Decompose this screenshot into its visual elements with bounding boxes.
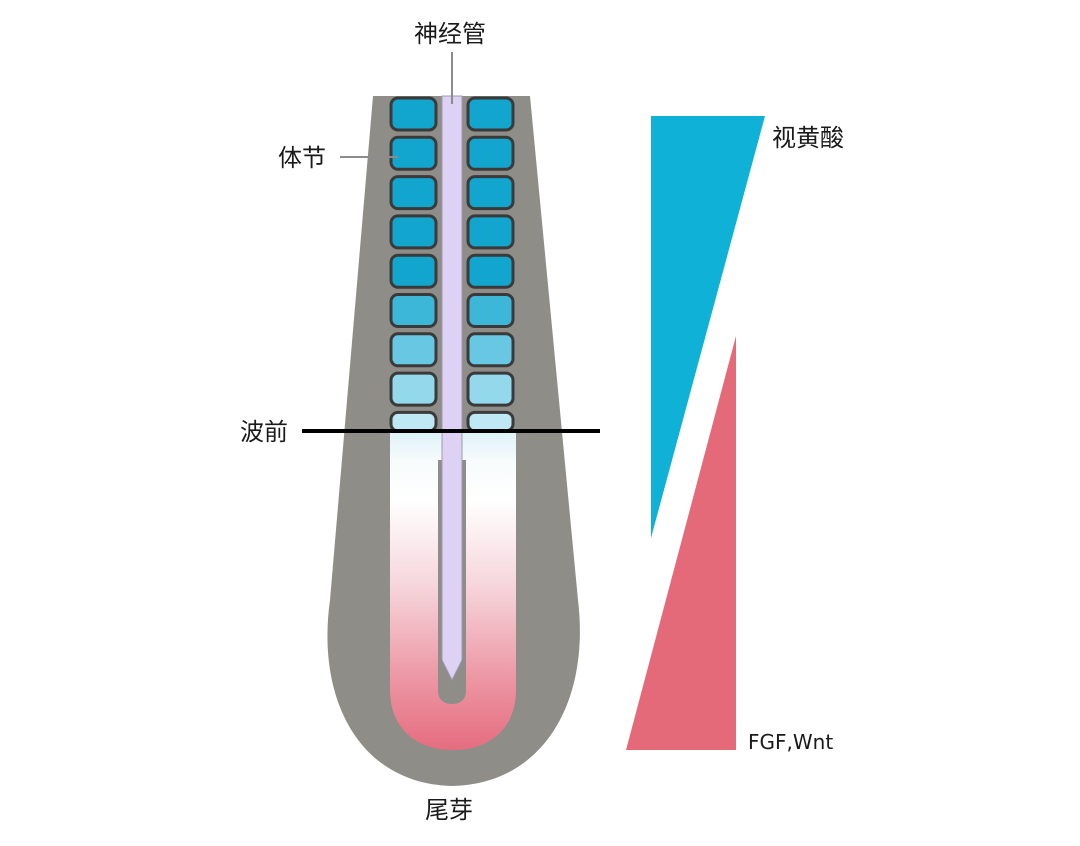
tailbud-label: 尾芽 xyxy=(425,796,473,824)
somite-block-right xyxy=(468,373,513,405)
somite-block-left xyxy=(391,255,436,287)
somite-block-right xyxy=(468,412,513,431)
somite-block-right xyxy=(468,137,513,169)
neural-tube xyxy=(442,96,462,680)
somite-block-right xyxy=(468,295,513,327)
somite-label: 体节 xyxy=(278,144,326,172)
retinoic-acid-label: 视黄酸 xyxy=(772,124,844,152)
somite-column-left xyxy=(391,98,436,431)
somite-block-right xyxy=(468,216,513,248)
fgf-wnt-label: FGF,Wnt xyxy=(748,730,833,754)
somite-column-right xyxy=(468,98,513,431)
somite-block-left xyxy=(391,216,436,248)
wavefront-label: 波前 xyxy=(240,418,288,446)
somite-block-left xyxy=(391,177,436,209)
somite-block-right xyxy=(468,334,513,366)
somite-block-right xyxy=(468,177,513,209)
somite-block-left xyxy=(391,334,436,366)
somite-block-left xyxy=(391,137,436,169)
somite-block-left xyxy=(391,373,436,405)
somite-block-left xyxy=(391,295,436,327)
somite-block-left xyxy=(391,412,436,431)
somite-block-left xyxy=(391,98,436,130)
neural-tube-label: 神经管 xyxy=(414,20,486,48)
somite-block-right xyxy=(468,98,513,130)
somite-block-right xyxy=(468,255,513,287)
